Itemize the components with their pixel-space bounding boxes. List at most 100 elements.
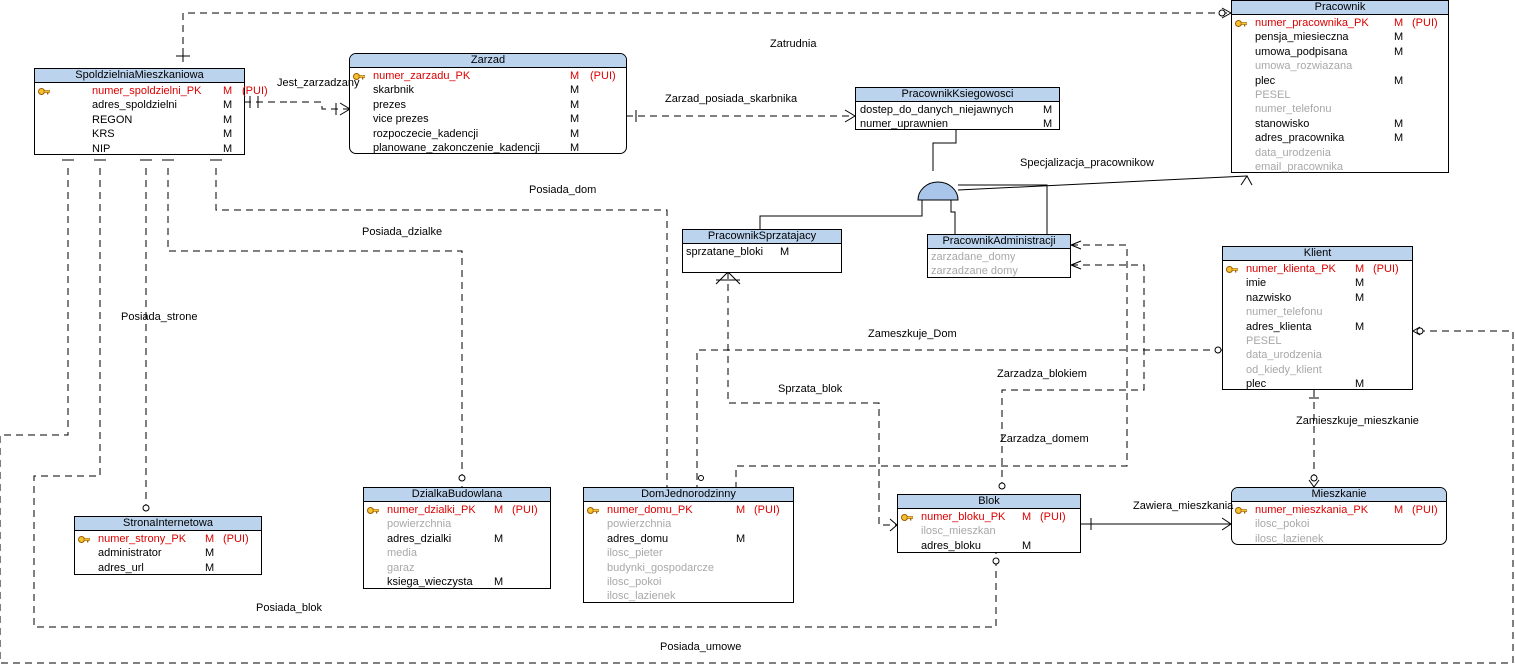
attribute-name: garaz [387,561,415,574]
attribute-row[interactable]: data_urodzenia [1232,146,1448,160]
attribute-row[interactable]: numer_uprawnien M [856,117,1059,131]
attribute-row[interactable]: od_kiedy_klient [1223,363,1412,377]
attribute-row[interactable]: zarzadzane domy [928,264,1070,278]
attribute-row[interactable]: budynki_gospodarcze [584,561,793,575]
attribute-row[interactable]: PESEL [1232,88,1448,102]
attribute-name: imie [1246,277,1267,290]
attribute-row[interactable]: email_pracownika [1232,160,1448,174]
primary-unique-identifier-tag: (PUI) [242,85,268,97]
attribute-row[interactable]: ilosc_mieszkan [898,524,1080,538]
attribute-row[interactable]: garaz [364,561,550,575]
attribute-name: ksiega_wieczysta [387,575,473,588]
attribute-row[interactable]: ilosc_lazienek [584,589,793,603]
entity-title: PracownikAdministracji [928,235,1070,249]
attribute-row[interactable]: prezes M [350,98,626,112]
label-zawiera-mieszkania: Zawiera_mieszkania [1133,500,1234,512]
attribute-name: zarzadane_domy [931,251,1016,263]
attribute-row[interactable]: umowa_rozwiazana [1232,59,1448,73]
attribute-row[interactable]: powierzchnia [364,517,550,531]
attribute-row[interactable]: numer_telefonu [1223,305,1412,319]
attribute-name: KRS [92,128,115,141]
attribute-row[interactable]: media [364,546,550,560]
mandatory-flag: M [223,142,233,155]
attribute-row[interactable]: data_urodzenia [1223,348,1412,362]
mandatory-flag: M [223,99,233,112]
attribute-row[interactable]: zarzadane_domy [928,250,1070,264]
attribute-name: numer_telefonu [1255,103,1332,116]
primary-key-icon [901,514,913,521]
mandatory-flag: M [1394,74,1404,87]
mandatory-flag: M [570,70,580,82]
attribute-name: sprzatane_bloki [686,246,764,258]
attribute-row[interactable]: ilosc_pieter [584,546,793,560]
attribute-row[interactable]: PESEL [1223,334,1412,348]
attribute-name: vice prezes [373,113,429,126]
attribute-row[interactable]: planowane_zakonczenie_kadencji M [350,141,626,155]
attribute-name: umowa_rozwiazana [1255,60,1353,73]
attribute-name: rozpoczecie_kadencji [373,127,479,140]
attribute-row[interactable]: numer_telefonu [1232,102,1448,116]
attribute-name: numer_dzialki_PK [387,504,476,516]
mandatory-flag: M [570,98,580,111]
attribute-row[interactable]: ilosc_pokoi [584,575,793,589]
attribute-name: numer_bloku_PK [921,511,1006,523]
attribute-row[interactable]: ilosc_pokoi [1232,517,1446,531]
mandatory-flag: M [1043,118,1053,131]
mandatory-flag: M [570,141,580,154]
attribute-row[interactable]: powierzchnia [584,517,793,531]
label-posiada-umowe: Posiada_umowe [660,641,742,653]
attribute-row[interactable]: ilosc_lazienek [1232,532,1446,546]
attribute-name: planowane_zakonczenie_kadencji [373,141,540,154]
primary-unique-identifier-tag: (PUI) [223,533,249,545]
attribute-name: numer_uprawnien [860,118,949,131]
attribute-name: numer_telefonu [1246,306,1323,319]
attribute-name: skarbnik [373,84,414,97]
attribute-name: prezes [373,98,407,111]
